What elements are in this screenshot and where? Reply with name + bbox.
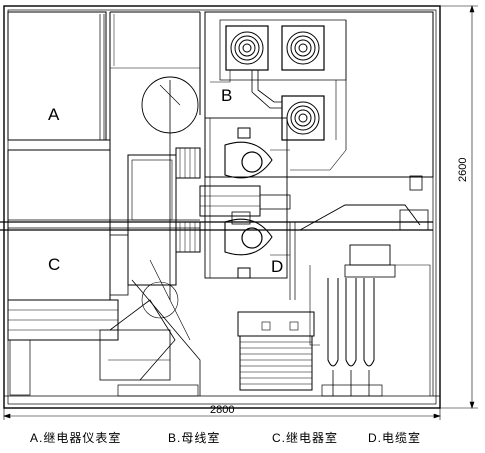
legend-item-b: B.母线室 (168, 430, 220, 445)
label-compartment-c: C (48, 255, 60, 274)
circuit-breaker-assembly (175, 117, 291, 279)
bellows-current-transformer (237, 311, 315, 391)
busbar-insulator-1 (225, 25, 269, 71)
main-horizontal-bus (0, 221, 433, 300)
legend-item-a: A.继电器仪表室 (30, 430, 121, 445)
operating-mechanism (109, 76, 201, 396)
compartment-c-panel (7, 149, 200, 397)
label-compartment-b: B (221, 86, 232, 105)
cabinet-frame (3, 5, 441, 409)
dimension-height-label: 2600 (457, 158, 469, 182)
label-compartment-d: D (271, 257, 283, 276)
dimension-height (440, 5, 478, 409)
compartment-d-cable (237, 175, 431, 397)
label-compartment-a: A (48, 105, 60, 124)
compartment-a-panel (7, 11, 201, 151)
dimension-width (3, 408, 441, 420)
busbar-insulator-2 (281, 25, 325, 71)
legend-item-d: D.电缆室 (368, 430, 421, 445)
compartment-b-busbar (204, 11, 434, 396)
cable-termination-group (321, 278, 383, 397)
dimension-width-label: 2800 (210, 404, 234, 416)
busbar-insulator-3 (281, 95, 325, 141)
legend-item-c: C.继电器室 (272, 430, 338, 445)
